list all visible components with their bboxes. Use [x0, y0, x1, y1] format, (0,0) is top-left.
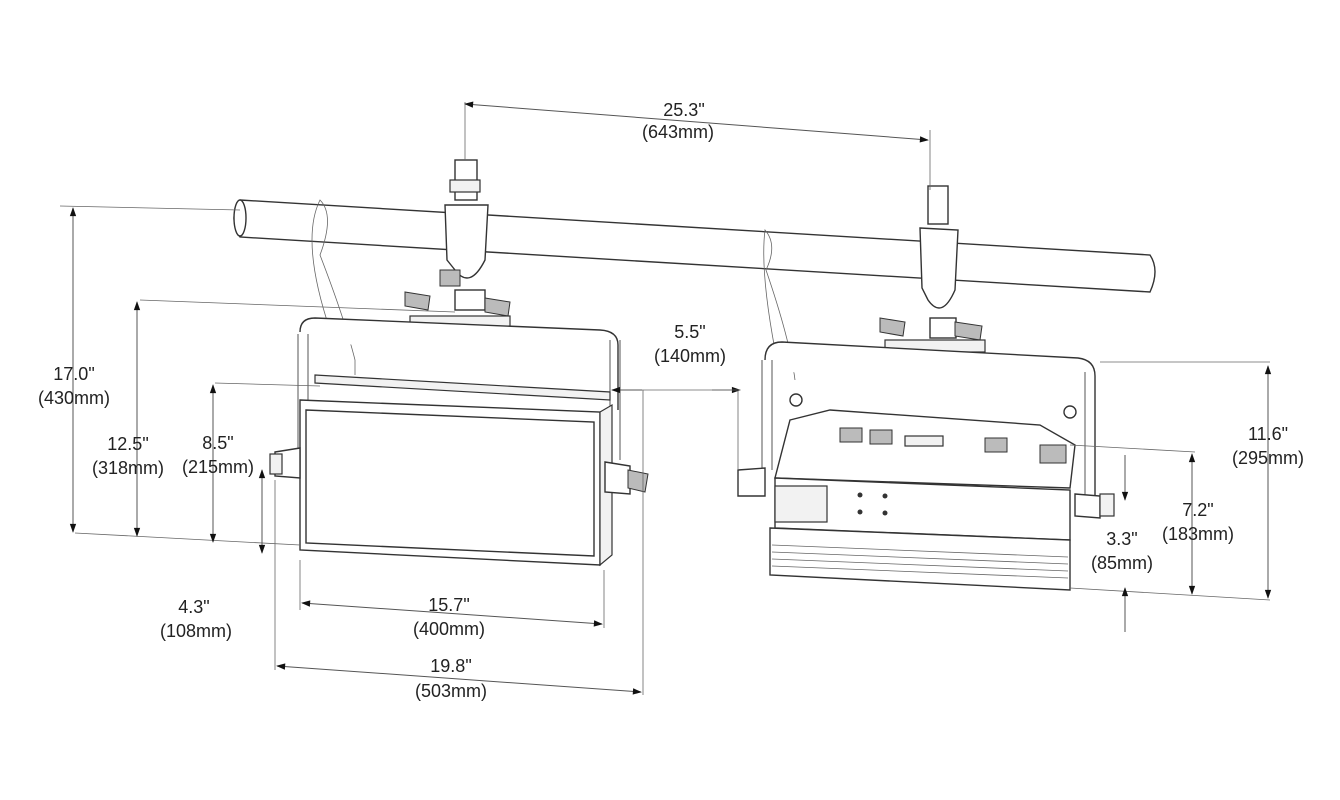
- front-width-inch: 15.7": [428, 595, 469, 615]
- yoke-height-mm: (318mm): [92, 458, 164, 478]
- side-body-inch: 7.2": [1182, 500, 1213, 520]
- side-view-fixture: [737, 185, 1115, 591]
- side-body-mm: (183mm): [1162, 524, 1234, 544]
- side-height-inch: 11.6": [1248, 424, 1288, 444]
- overall-width-mm: (503mm): [415, 681, 487, 701]
- depth-gap-mm: (140mm): [654, 346, 726, 366]
- side-lower-inch: 3.3": [1106, 529, 1137, 549]
- dimension-labels: 25.3" (643mm) 17.0" (430mm) 12.5" (318mm…: [38, 100, 1304, 701]
- total-height-inch: 17.0": [53, 364, 94, 384]
- dimension-lines: [69, 101, 1272, 695]
- body-height-mm: (215mm): [182, 457, 254, 477]
- knob-offset-inch: 4.3": [178, 597, 209, 617]
- clamp-spacing-inch: 25.3": [663, 100, 704, 120]
- right-clamp: [919, 185, 959, 339]
- body-height-inch: 8.5": [202, 433, 233, 453]
- clamp-spacing-mm: (643mm): [642, 122, 714, 142]
- pipe: [59, 199, 1156, 293]
- front-width-mm: (400mm): [413, 619, 485, 639]
- total-height-mm: (430mm): [38, 388, 110, 408]
- side-height-mm: (295mm): [1232, 448, 1304, 468]
- left-clamp: [439, 159, 489, 311]
- overall-width-inch: 19.8": [430, 656, 471, 676]
- yoke-height-inch: 12.5": [107, 434, 148, 454]
- side-lower-mm: (85mm): [1091, 553, 1153, 573]
- knob-offset-mm: (108mm): [160, 621, 232, 641]
- depth-gap-inch: 5.5": [674, 322, 705, 342]
- front-view-fixture: [269, 159, 649, 567]
